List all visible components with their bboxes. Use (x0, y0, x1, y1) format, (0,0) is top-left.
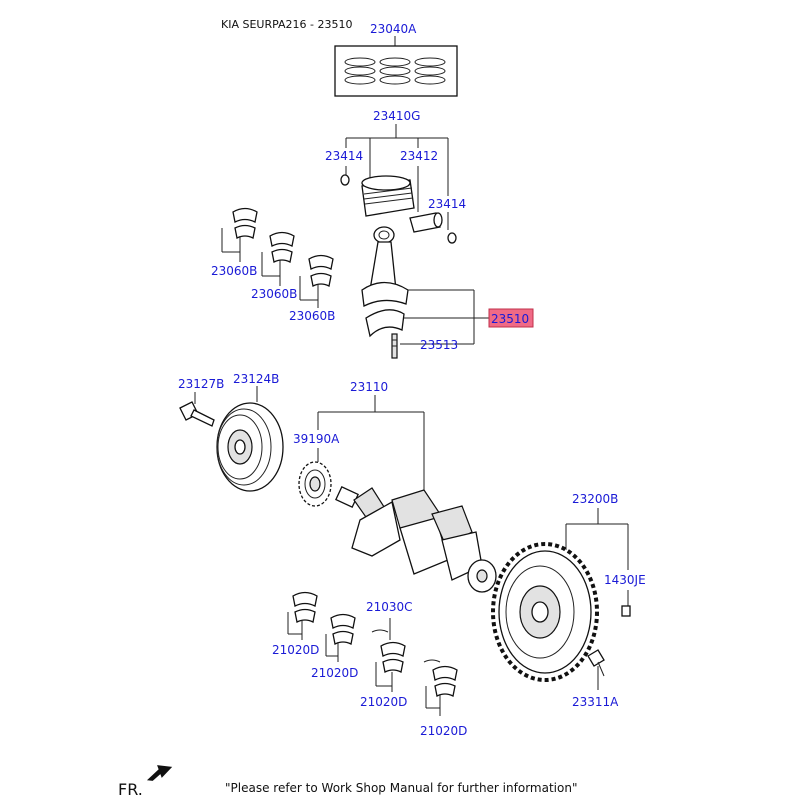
crankshaft-drawing (335, 485, 497, 593)
conrod-leader (400, 289, 490, 345)
label-main-bearing-2[interactable]: 21020D (311, 666, 358, 680)
conrod-highlight-box (488, 308, 534, 328)
footer-note: "Please refer to Work Shop Manual for fu… (225, 781, 577, 795)
crankshaft-leader (194, 386, 425, 495)
label-conrod-bearing-3[interactable]: 23060B (289, 309, 335, 323)
piston-ring-set-drawing (334, 36, 458, 97)
label-snap-ring-right[interactable]: 23414 (428, 197, 466, 211)
piston-drawing (340, 174, 457, 244)
label-piston-ring-set[interactable]: 23040A (370, 22, 417, 36)
diagram-title: KIA SEURPA216 - 23510 (221, 18, 353, 31)
label-snap-ring-left[interactable]: 23414 (325, 149, 363, 163)
label-pulley-bolt[interactable]: 23127B (178, 377, 224, 391)
piston-assy-leader (345, 124, 449, 230)
label-conrod-bearing-2[interactable]: 23060B (251, 287, 297, 301)
label-flywheel-pin[interactable]: 1430JE (604, 573, 646, 587)
front-arrow-icon (146, 765, 173, 781)
label-conrod-assy[interactable]: 23510 (491, 312, 529, 326)
label-damper-pulley[interactable]: 23124B (233, 372, 279, 386)
front-marker: FR. (118, 780, 143, 799)
label-piston-pin[interactable]: 23412 (400, 149, 438, 163)
label-thrust-bearing[interactable]: 21030C (366, 600, 413, 614)
conrod-bearings-drawing (221, 207, 334, 308)
label-main-bearing-4[interactable]: 21020D (420, 724, 467, 738)
label-conrod-bearing-1[interactable]: 23060B (211, 264, 257, 278)
label-sprocket[interactable]: 39190A (293, 432, 340, 446)
label-main-bearing-1[interactable]: 21020D (272, 643, 319, 657)
label-main-bearing-3[interactable]: 21020D (360, 695, 407, 709)
label-piston-assy[interactable]: 23410G (373, 109, 420, 123)
label-flywheel-assy[interactable]: 23200B (572, 492, 618, 506)
damper-pulley-drawing (216, 402, 284, 492)
flywheel-drawing (491, 542, 631, 682)
main-bearings-drawing (287, 591, 458, 716)
sprocket-drawing (298, 461, 332, 507)
pulley-bolt-drawing (179, 401, 215, 427)
label-flywheel-bolt[interactable]: 23311A (572, 695, 619, 709)
label-crankshaft[interactable]: 23110 (350, 380, 388, 394)
label-conrod-bolt[interactable]: 23513 (420, 338, 458, 352)
connecting-rod-drawing (361, 226, 409, 359)
